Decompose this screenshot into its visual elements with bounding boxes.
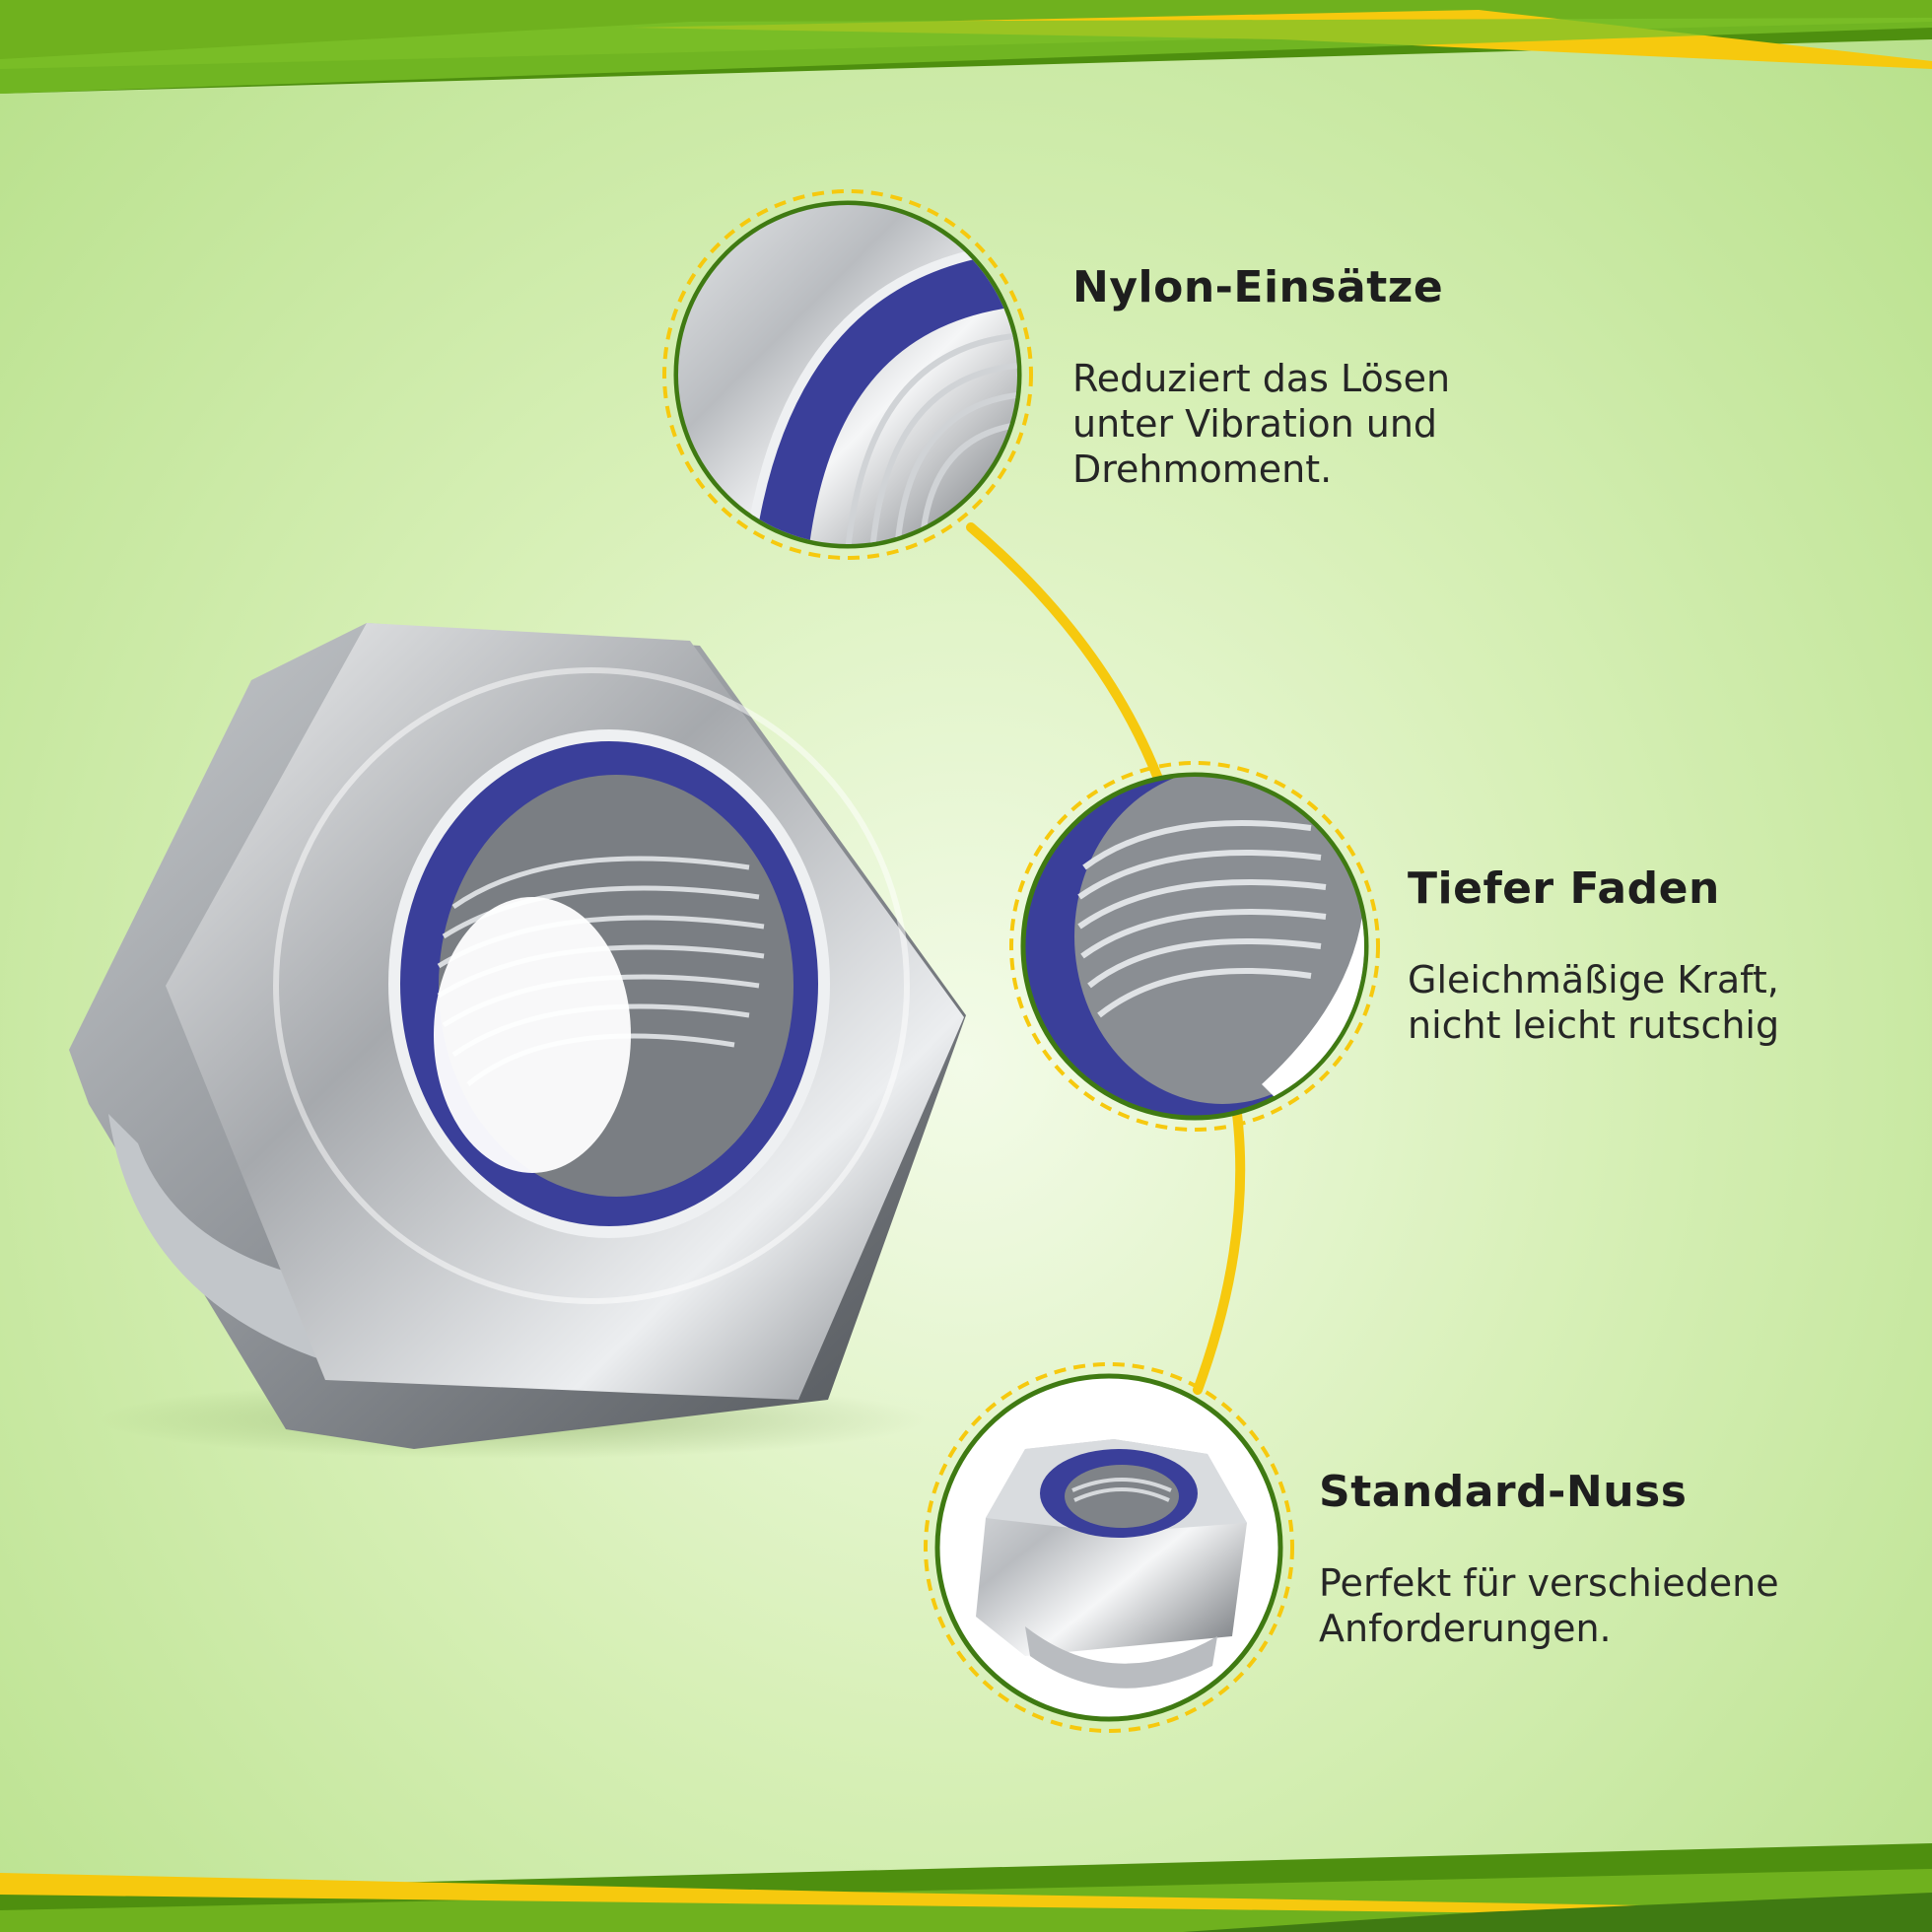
feature-deep-thread: Tiefer Faden Gleichmäßige Kraft, nicht l… [1408, 863, 1920, 1048]
bottom-decorative-band [0, 1833, 1932, 1932]
feature-description: Reduziert das Lösen unter Vibration und … [1072, 357, 1451, 491]
feature-nylon-inserts: Nylon-Einsätze Reduziert das Lösen unter… [1072, 262, 1782, 492]
top-decorative-band [0, 0, 1932, 99]
deep-thread-closeup-icon [1009, 761, 1380, 1132]
connector-lines [966, 522, 1246, 1395]
feature-title: Standard-Nuss [1319, 1467, 1688, 1517]
feature-description: Perfekt für verschiedene Anforderungen. [1319, 1561, 1779, 1650]
feature-title: Tiefer Faden [1408, 863, 1720, 914]
feature-standard-nut: Standard-Nuss Perfekt für verschiedene A… [1319, 1467, 1920, 1651]
feature-title: Nylon-Einsätze [1072, 262, 1444, 312]
large-nylon-nut [69, 623, 966, 1459]
feature-description: Gleichmäßige Kraft, nicht leicht rutschi… [1408, 958, 1780, 1047]
nylon-insert-closeup-icon [662, 189, 1033, 560]
standard-nut-closeup-icon [924, 1362, 1294, 1733]
